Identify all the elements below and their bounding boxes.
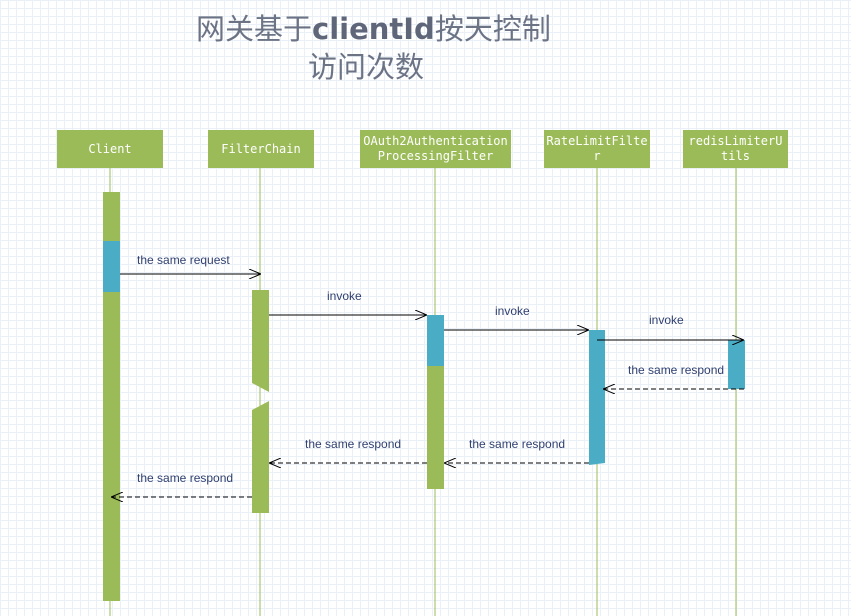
message-label-5: the same respond [628,363,725,377]
title-prefix: 网关基于 [196,12,313,46]
message-label-3: invoke [495,304,530,318]
activation-oauth2-invoke [427,315,444,366]
title-line-2: 访问次数 [308,50,425,84]
activation-redis [728,340,745,389]
participant-ratelimit: RateLimitFilter [544,130,650,168]
message-label-6: the same respond [469,437,566,451]
diagram-title: 网关基于clientId按天控制 访问次数 [196,10,556,86]
title-suffix: 按天控制 [434,12,551,46]
title-line-1: 网关基于clientId按天控制 [196,10,556,48]
message-label-7: the same respond [305,437,402,451]
participant-filterchain: FilterChain [208,130,314,168]
participant-oauth2: OAuth2AuthenticationProcessingFilter [360,130,511,168]
activation-ratelimit [589,330,605,465]
title-strong: clientId [312,12,435,46]
message-label-4: invoke [649,313,684,327]
participant-client: Client [57,130,163,168]
activation-client-request [103,241,120,292]
message-label-1: the same request [137,253,230,267]
participant-redis: redisLimiterUtils [683,130,788,168]
message-label-2: invoke [327,289,362,303]
activation-filterchain [252,290,269,513]
message-label-8: the same respond [137,471,234,485]
